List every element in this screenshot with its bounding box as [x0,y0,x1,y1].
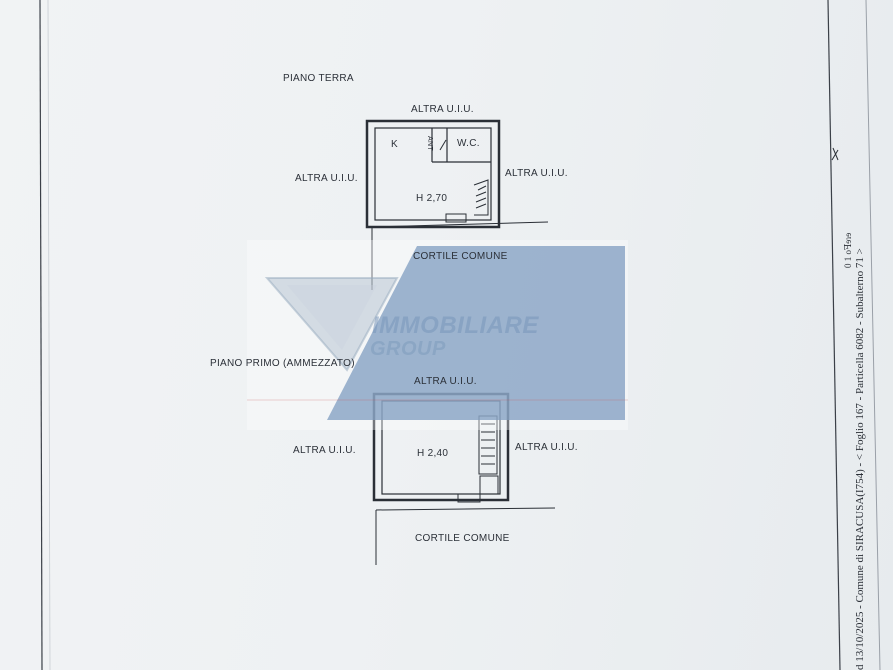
room-wc-label: W.C. [457,138,480,149]
first-courtyard-label: CORTILE COMUNE [415,533,510,544]
first-top-neighbor: ALTRA U.I.U. [414,376,477,387]
ground-top-neighbor: ALTRA U.I.U. [411,104,474,115]
watermark-text: IMMOBILIARE [372,312,539,339]
first-right-neighbor: ALTRA U.I.U. [515,442,578,453]
room-kitchen-label: K [391,139,398,150]
first-height-label: H 2,40 [417,448,449,459]
first-floor-title: PIANO PRIMO (AMMEZZATO) [210,358,355,369]
room-ant-label: ANT [426,136,433,151]
ground-floor-plan [365,119,549,290]
ground-height-label: H 2,70 [416,193,448,204]
ground-right-neighbor: ALTRA U.I.U. [505,168,568,179]
watermark-subtext: GROUP [370,338,446,360]
ground-floor-title: PIANO TERRA [283,73,354,84]
cadastral-reference-text: d 13/10/2025 - Comune di SIRACUSA(I754) … [854,248,866,670]
ground-left-neighbor: ALTRA U.I.U. [295,173,358,184]
right-margin-line [827,0,841,670]
stamp-text: 0 1 oꟻɘɿɘ [843,232,853,268]
left-margin-line [39,0,43,670]
ground-courtyard-label: CORTILE COMUNE [413,251,508,262]
watermark-logo-icon [247,246,628,420]
first-left-neighbor: ALTRA U.I.U. [293,445,356,456]
